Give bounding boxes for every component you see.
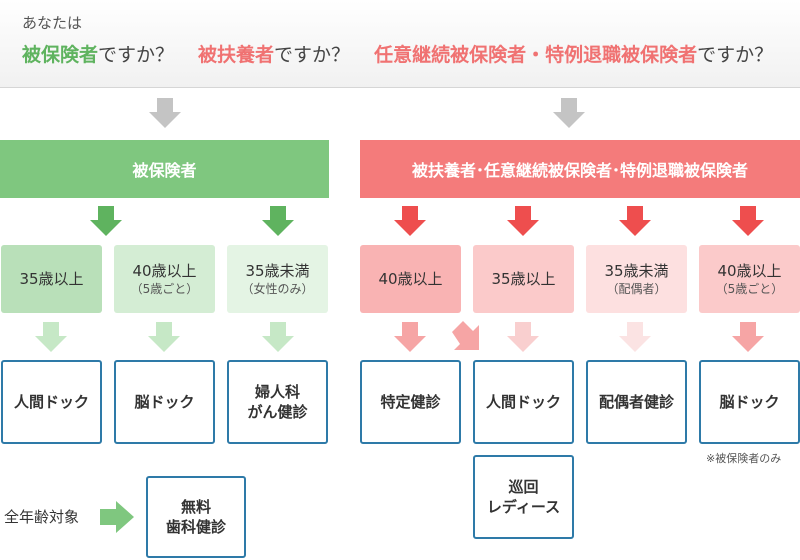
question-dependent-tail: ですか？ [274, 44, 351, 66]
category-label: 35歳未満 [245, 261, 310, 280]
exam-label: 人間ドック [13, 392, 89, 411]
insured-category-40-over: 40歳以上 （5歳ごと） [114, 245, 215, 313]
category-label: 40歳以上 [132, 261, 197, 280]
arrow-diagonal-icon [452, 321, 479, 350]
arrow-down-icon [553, 98, 585, 128]
category-label: 35歳以上 [491, 269, 556, 288]
exam-label: 脳ドック [719, 392, 780, 411]
question-continued-tail: ですか？ [697, 44, 774, 66]
arrow-down-icon [507, 206, 539, 236]
arrow-down-icon [35, 322, 67, 352]
arrow-down-icon [90, 206, 122, 236]
category-label: 35歳以上 [19, 269, 84, 288]
exam-label: 無料 [180, 497, 211, 516]
exam-label: 巡回 [508, 477, 539, 496]
all-ages-label: 全年齢対象 [4, 508, 80, 526]
exam-label: 人間ドック [485, 392, 561, 411]
category-sub: （配偶者） [606, 282, 667, 297]
exam-brain-dock[interactable]: 脳ドック [114, 360, 215, 444]
arrow-down-icon [732, 206, 764, 236]
arrow-down-icon [148, 322, 180, 352]
dependent-category-35-over: 35歳以上 [473, 245, 574, 313]
arrow-down-icon [262, 206, 294, 236]
dependent-category-35-under: 35歳未満 （配偶者） [586, 245, 687, 313]
insured-only-note: ※被保険者のみ [706, 452, 782, 465]
exam-label: 特定健診 [380, 392, 441, 411]
question-continued-emphasis: 任意継続被保険者・特例退職被保険者 [374, 44, 698, 66]
arrow-down-icon [394, 206, 426, 236]
question-line: 被保険者ですか？被扶養者ですか？任意継続被保険者・特例退職被保険者ですか？ [22, 40, 773, 67]
exam-label-line2: 歯科健診 [165, 518, 226, 536]
question-dependent-emphasis: 被扶養者 [198, 44, 275, 66]
arrow-down-icon [732, 322, 764, 352]
category-sub: （女性のみ） [241, 282, 314, 297]
exam-gynecology-cancer[interactable]: 婦人科 がん健診 [227, 360, 328, 444]
category-label: 40歳以上 [717, 261, 782, 280]
arrow-down-icon [262, 322, 294, 352]
arrow-down-icon [394, 322, 426, 352]
exam-brain-dock-dependent[interactable]: 脳ドック [699, 360, 800, 444]
exam-spouse-checkup[interactable]: 配偶者健診 [586, 360, 687, 444]
category-sub: （5歳ごと） [715, 282, 784, 297]
question-insured-emphasis: 被保険者 [22, 44, 99, 66]
exam-label: 配偶者健診 [598, 392, 674, 411]
exam-label: 婦人科 [254, 382, 300, 401]
insured-category-35-under: 35歳未満 （女性のみ） [227, 245, 328, 313]
category-label: 40歳以上 [378, 269, 443, 288]
insured-category-35-over: 35歳以上 [1, 245, 102, 313]
question-insured-tail: ですか？ [98, 44, 175, 66]
question-header: あなたは 被保険者ですか？被扶養者ですか？任意継続被保険者・特例退職被保険者です… [0, 0, 800, 88]
arrow-right-icon [100, 501, 134, 533]
exam-mobile-ladies[interactable]: 巡回 レディース [473, 455, 574, 539]
arrow-down-icon [149, 98, 181, 128]
insured-group-bar: 被保険者 [0, 140, 329, 198]
exam-label-line2: レディース [486, 498, 561, 516]
category-label: 35歳未満 [604, 261, 669, 280]
arrow-down-icon [619, 206, 651, 236]
dependent-category-40-over-5yr: 40歳以上 （5歳ごと） [699, 245, 800, 313]
exam-human-dock-dependent[interactable]: 人間ドック [473, 360, 574, 444]
arrow-down-icon [507, 322, 539, 352]
dependent-category-40-over: 40歳以上 [360, 245, 461, 313]
question-intro: あなたは [22, 14, 83, 32]
arrow-down-icon [619, 322, 651, 352]
category-sub: （5歳ごと） [130, 282, 199, 297]
exam-specific-checkup[interactable]: 特定健診 [360, 360, 461, 444]
exam-human-dock[interactable]: 人間ドック [1, 360, 102, 444]
exam-label: 脳ドック [134, 392, 195, 411]
exam-label-line2: がん健診 [247, 403, 308, 421]
dependent-group-bar: 被扶養者･任意継続被保険者･特例退職被保険者 [360, 140, 800, 198]
exam-free-dental[interactable]: 無料 歯科健診 [146, 476, 246, 558]
